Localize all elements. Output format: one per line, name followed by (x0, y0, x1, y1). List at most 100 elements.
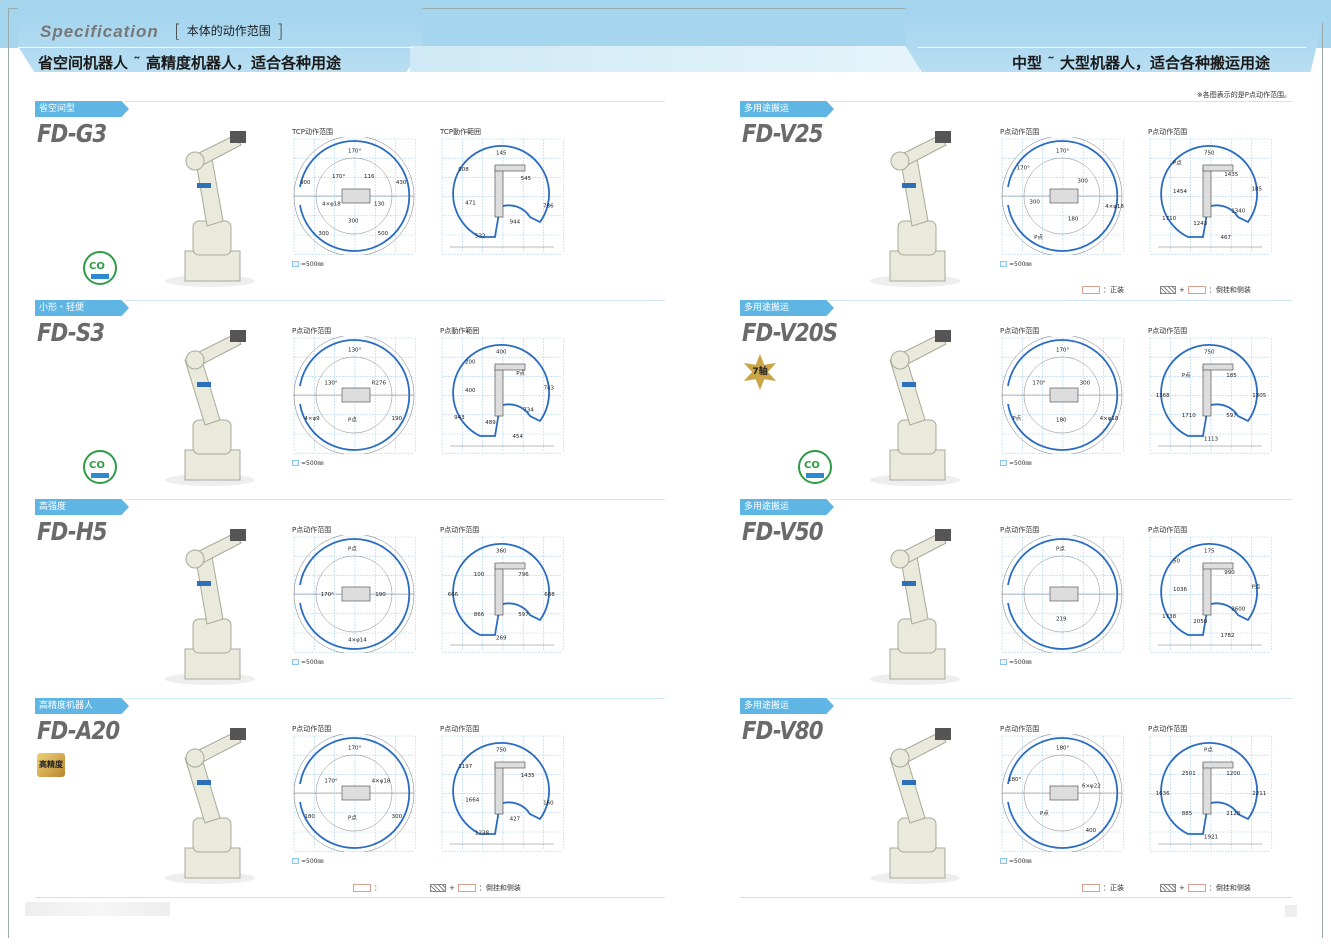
robot-image (125, 718, 275, 888)
dimension-label: 130° (348, 347, 361, 353)
model-name: FD-V20S (742, 318, 838, 347)
dimension-label: 786 (543, 204, 554, 210)
range-arc (1160, 344, 1258, 437)
dimension-label: 160 (543, 801, 554, 807)
dimension-label: 400 (1086, 828, 1097, 834)
dimension-label: 190 (392, 416, 403, 422)
robot-side-arm (494, 363, 526, 371)
dimension-label: 1782 (1221, 633, 1235, 639)
category-badge: 小形・轻便 (35, 300, 129, 316)
dimension-label: 300 (392, 814, 403, 820)
bottom-rule-left (35, 897, 665, 898)
dimension-label: 1200 (1226, 771, 1240, 777)
robot-side-view (1202, 365, 1212, 417)
diagram-title: TCP动作范围 (292, 128, 333, 136)
dimension-label: P点 (348, 417, 357, 424)
category-badge: 高强度 (35, 499, 129, 515)
dimension-label: 1340 (1231, 208, 1245, 214)
grid (1149, 138, 1273, 255)
dimension-label: 944 (510, 220, 521, 226)
dimension-label: 1238 (475, 830, 489, 836)
robot-elbow-joint (890, 350, 910, 370)
robot-wrist (230, 131, 246, 143)
eco-icon-letters: CO (804, 460, 820, 471)
dimension-label: 4×φ18 (322, 202, 341, 208)
dimension-label: 2050 (1193, 619, 1207, 625)
eco-icon: CO (83, 450, 117, 484)
dimension-label: 750 (1204, 150, 1215, 156)
dimension-label: 300 (348, 219, 359, 225)
robot-base (184, 648, 241, 680)
legend-upright-text: ：正装 (1103, 286, 1124, 294)
grid-scale-text: =500㎜ (1009, 659, 1032, 666)
high-precision-badge: 高精度 (37, 753, 65, 777)
range-arc (1160, 543, 1258, 636)
robot-logo-plate (197, 780, 211, 785)
robot-elbow-joint (185, 549, 205, 569)
blank-swatch (1187, 884, 1206, 892)
eco-icon-letters: CO (89, 261, 105, 272)
dimension-label: 400 (465, 388, 476, 394)
robot-turret (192, 419, 232, 455)
dimension-label: 796 (518, 572, 529, 578)
dimension-label: 545 (521, 176, 532, 182)
category-badge: 高精度机器人 (35, 698, 129, 714)
robot-wrist (230, 728, 246, 740)
dimension-label: 170° (348, 148, 361, 154)
dimension-label: 300 (1080, 381, 1091, 387)
diagram-title: P点动作范围 (1148, 327, 1188, 335)
robot-top-view (341, 785, 371, 801)
upright-swatch (1082, 286, 1100, 294)
dimension-label: 219 (1056, 617, 1067, 623)
grid-cell-icon (1000, 260, 1007, 267)
dimension-label: 990 (1224, 570, 1235, 576)
dimension-label: 100 (474, 572, 485, 578)
category-badge: 多用途搬运 (740, 300, 834, 316)
dimension-label: 170° (1056, 148, 1069, 154)
diagram-title: P点动作范围 (1148, 725, 1188, 733)
grid-cell-icon (1000, 658, 1007, 665)
robot-elbow-joint (890, 549, 910, 569)
range-arc (452, 344, 550, 437)
dimension-label: 180 (1056, 418, 1067, 424)
header-rule-left (18, 47, 413, 48)
section-rule (125, 499, 665, 500)
dimension-label: 866 (474, 612, 485, 618)
robot-logo-plate (197, 382, 211, 387)
grid-cell-icon (1000, 459, 1007, 466)
dimension-label: 1636 (1156, 791, 1170, 797)
section-rule (125, 300, 665, 301)
robot-base (184, 250, 241, 282)
dimension-label: 4×φ9 (304, 416, 320, 422)
dimension-label: 2501 (1182, 771, 1196, 777)
header-rule-right (918, 47, 1306, 48)
dimension-label: 1368 (1156, 393, 1170, 399)
legend-upright-v25: ：正装 (1082, 285, 1124, 295)
dimension-label: 743 (544, 385, 555, 391)
grid-scale-text: =500㎜ (301, 659, 324, 666)
dimension-label: 269 (496, 636, 507, 642)
dimension-label: 1113 (1204, 437, 1218, 443)
robot-illustration (165, 330, 255, 486)
range-arc (452, 145, 550, 238)
grid-cell-icon (292, 857, 299, 864)
diagram-title: TCP動作範囲 (440, 128, 481, 136)
dimension-label: 170° (1056, 347, 1069, 353)
grid-scale-legend: =500㎜ (1000, 458, 1031, 467)
robot-image (830, 718, 980, 888)
dimension-label: 180 (304, 814, 315, 820)
robot-image (830, 519, 980, 689)
eco-icon: CO (798, 450, 832, 484)
dimension-label: 900 (300, 180, 311, 186)
robot-turret (192, 220, 232, 256)
